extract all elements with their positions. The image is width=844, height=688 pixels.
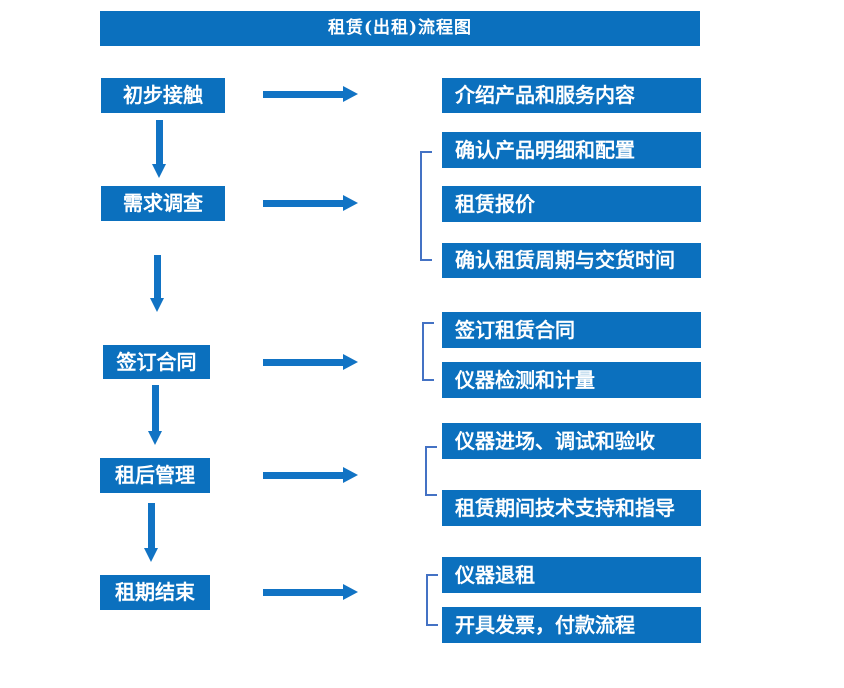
detail-box-sign-rental-contract: 签订租赁合同 bbox=[442, 312, 701, 348]
down-arrow-icon-4 bbox=[144, 503, 158, 562]
group-bracket-icon-3 bbox=[425, 446, 437, 496]
group-bracket-icon-1 bbox=[420, 151, 432, 261]
right-arrow-icon-4 bbox=[263, 467, 358, 483]
detail-box-rental-quotation: 租赁报价 bbox=[442, 186, 701, 222]
detail-box-confirm-rental-period-delivery: 确认租赁周期与交货时间 bbox=[442, 243, 701, 278]
group-bracket-icon-4 bbox=[426, 574, 438, 626]
detail-box-instrument-testing-calibration: 仪器检测和计量 bbox=[442, 362, 701, 398]
detail-box-invoice-payment-process: 开具发票，付款流程 bbox=[442, 607, 701, 643]
down-arrow-icon-2 bbox=[150, 255, 164, 312]
flowchart-title: 租赁(出租)流程图 bbox=[100, 11, 700, 46]
right-arrow-icon-1 bbox=[263, 86, 358, 102]
down-arrow-icon-1 bbox=[152, 120, 166, 178]
right-arrow-icon-3 bbox=[263, 354, 358, 370]
step-box-demand-survey: 需求调查 bbox=[101, 186, 225, 221]
down-arrow-icon-3 bbox=[148, 385, 162, 445]
right-arrow-icon-5 bbox=[263, 584, 358, 600]
detail-box-instrument-installation-acceptance: 仪器进场、调试和验收 bbox=[442, 423, 701, 459]
right-arrow-icon-2 bbox=[263, 195, 358, 211]
detail-box-confirm-product-details: 确认产品明细和配置 bbox=[442, 132, 701, 168]
detail-box-technical-support-guidance: 租赁期间技术支持和指导 bbox=[442, 490, 701, 526]
step-box-rental-end: 租期结束 bbox=[100, 575, 210, 610]
detail-box-instrument-return: 仪器退租 bbox=[442, 557, 701, 593]
step-box-post-rental-management: 租后管理 bbox=[100, 458, 210, 493]
group-bracket-icon-2 bbox=[422, 322, 434, 381]
step-box-sign-contract: 签订合同 bbox=[103, 345, 210, 379]
step-box-initial-contact: 初步接触 bbox=[101, 78, 225, 113]
detail-box-introduce-products-services: 介绍产品和服务内容 bbox=[442, 78, 701, 113]
